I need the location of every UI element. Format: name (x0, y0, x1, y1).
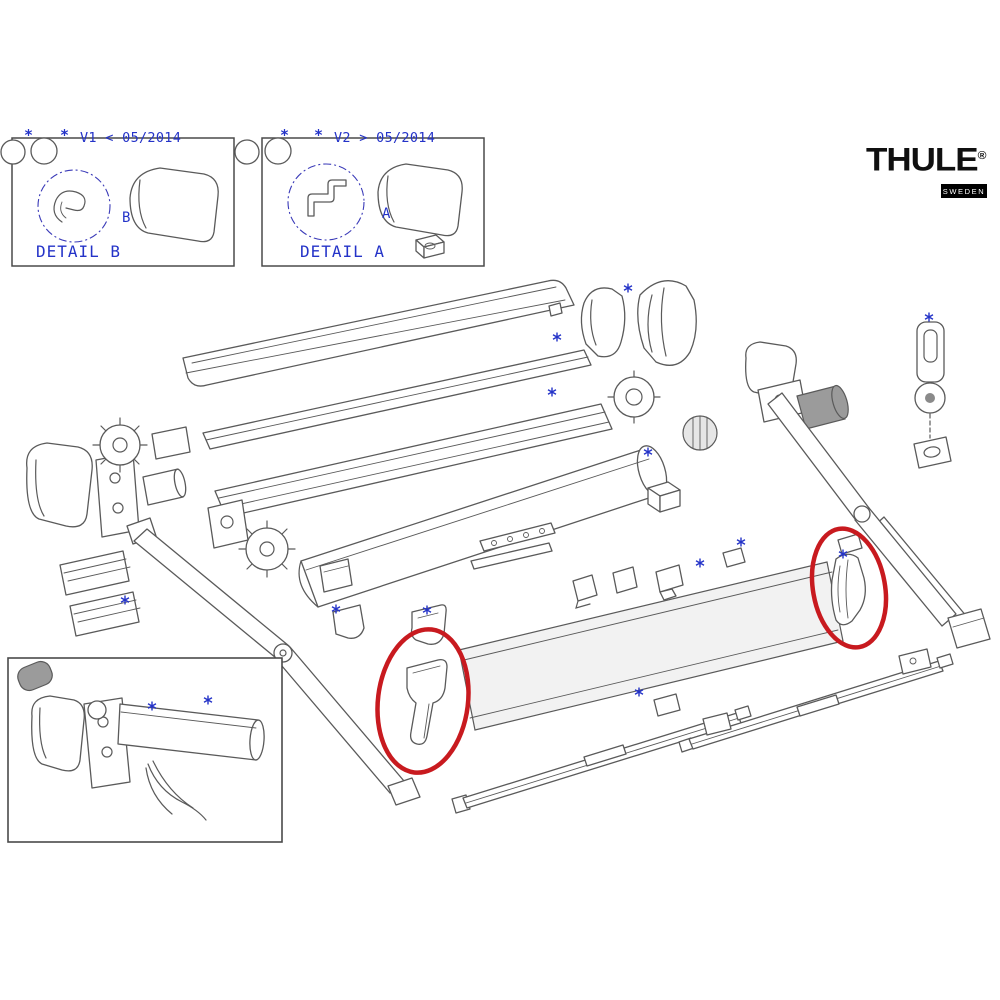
registered-mark: ® (977, 148, 987, 162)
detail-a-version: V2 > 05/2014 (334, 130, 436, 146)
cassette-top-profile (182, 279, 575, 387)
detail-a-star-1: * (280, 126, 290, 144)
detail-a-star-2: * (314, 126, 324, 144)
wall-hanger-part (913, 321, 952, 469)
detail-b-title: DETAIL B (36, 242, 122, 261)
thule-logo-text: THULE (866, 142, 979, 178)
spring-gear-part (207, 499, 296, 578)
tension-rafter-2 (678, 653, 954, 753)
mid-bracket-row (572, 547, 746, 609)
round-end-knob (607, 370, 661, 424)
cassette-back-strip (202, 302, 592, 450)
detail-a-title: DETAIL A (300, 242, 386, 261)
support-arm-left (126, 517, 421, 806)
detail-box-a (234, 137, 485, 267)
mounting-bracket-cluster-left (26, 417, 191, 637)
detail-b-star-2: * (60, 126, 70, 144)
end-cap-pair (580, 280, 697, 366)
small-bracket-center-1 (319, 558, 365, 639)
detail-b-marker: B (122, 210, 131, 226)
detail-b-star-1: * (24, 126, 34, 144)
roller-tube (298, 445, 668, 608)
highlight-ellipse-right (809, 526, 889, 650)
support-arm-right (745, 341, 991, 649)
arm-end-cover (830, 533, 866, 626)
rail-clips (653, 648, 932, 736)
thule-sweden-tag: SWEDEN (941, 184, 987, 198)
perforated-strip (470, 522, 556, 570)
cassette-front-profile (214, 403, 613, 518)
motor-inset (7, 657, 283, 843)
highlight-ellipse-left (375, 627, 471, 775)
detail-box-b (0, 137, 235, 267)
lead-rail (458, 561, 844, 731)
thule-logo: THULE® (866, 142, 986, 179)
square-cap (647, 481, 681, 513)
detail-a-marker: A (382, 206, 391, 222)
front-support-cover (406, 659, 448, 745)
ribbed-knob (682, 415, 718, 451)
detail-b-version: V1 < 05/2014 (80, 130, 182, 146)
